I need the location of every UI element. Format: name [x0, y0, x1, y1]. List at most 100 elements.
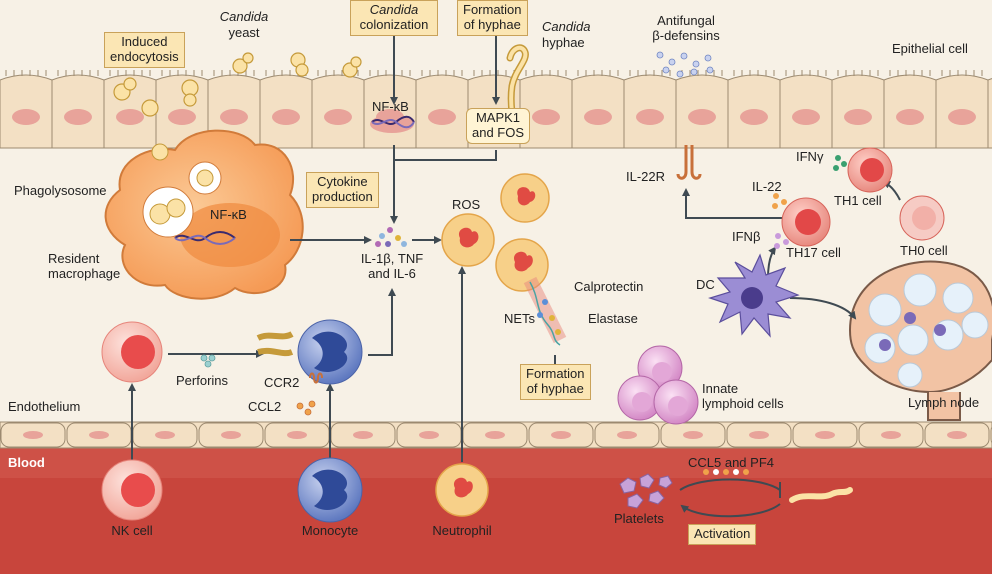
neutrophil-label: Neutrophil — [432, 523, 492, 538]
lymph-node-label: Lymph node — [908, 395, 980, 410]
endothelial-nucleus — [353, 431, 373, 439]
nfkb-dna-epithelial — [370, 115, 415, 133]
resident-macrophage — [104, 129, 304, 300]
yeast-phagocytosis-target — [256, 331, 294, 357]
monocyte-cells — [297, 319, 363, 523]
activation-box: Activation — [688, 524, 757, 545]
endothelial-nucleus — [683, 431, 703, 439]
ccl5-pf4-label: CCL5 and PF4 — [688, 455, 774, 470]
epithelial-cell — [675, 70, 729, 149]
endothelial-nucleus — [287, 431, 307, 439]
epithelial-cell — [935, 70, 989, 149]
formation-of-hyphae-bottom-box: Formation of hyphae — [520, 364, 591, 400]
blood-hyphae — [789, 487, 853, 503]
innate-lymphoid-cells-label: Innate lymphoid cells — [702, 381, 784, 411]
ifng-label: IFNγ — [796, 149, 824, 164]
perforin-dots — [200, 354, 216, 368]
endothelial-nucleus — [419, 431, 439, 439]
il22r-receptor — [676, 145, 702, 180]
endothelial-nucleus — [617, 431, 637, 439]
th1-cell-label: TH1 cell — [834, 193, 882, 208]
innate-lymphoid-cells — [617, 345, 699, 425]
epithelial-cell — [571, 70, 625, 149]
resident-macrophage-label: Resident macrophage — [48, 251, 121, 281]
candida-colonization-italic: Candida — [369, 2, 419, 17]
il22-label: IL-22 — [752, 179, 782, 194]
ifnb-dots — [774, 233, 789, 249]
cytokine-dots — [375, 227, 407, 247]
ccl2-label: CCL2 — [248, 399, 282, 414]
endothelial-nucleus — [155, 431, 175, 439]
endothelial-nucleus — [551, 431, 571, 439]
epithelial-cell — [623, 70, 677, 149]
cytokines-label: IL-1β, TNF and IL-6 — [360, 251, 424, 281]
ifng-dots — [833, 155, 847, 171]
endothelial-nucleus — [23, 431, 43, 439]
lymph-node — [848, 260, 992, 421]
th0-cell-label: TH0 cell — [900, 243, 948, 258]
induced-endocytosis-box: Induced endocytosis — [104, 32, 185, 68]
neutrophil-cells — [435, 173, 567, 517]
cytokine-production-box: Cytokine production — [306, 172, 379, 208]
candida-yeast-label: yeast — [228, 25, 260, 40]
elastase-label: Elastase — [588, 311, 638, 326]
formation-of-hyphae-top-box: Formation of hyphae — [457, 0, 528, 36]
monocyte-label: Monocyte — [301, 523, 359, 538]
epithelial-cells — [0, 70, 992, 149]
il22r-label: IL-22R — [626, 169, 666, 184]
epithelial-cell — [883, 70, 937, 149]
endothelium-label: Endothelium — [8, 399, 81, 414]
epithelial-cell — [0, 70, 53, 149]
ccr2-receptor — [309, 372, 323, 384]
blood-gradient — [0, 448, 992, 478]
nk-cells — [101, 321, 163, 521]
epithelial-cell — [987, 78, 992, 149]
phagolysosome-label: Phagolysosome — [14, 183, 107, 198]
ros-label: ROS — [452, 197, 481, 212]
ccr2-label: CCR2 — [264, 375, 300, 390]
th-cells — [781, 147, 945, 247]
endothelial-cells — [0, 422, 992, 448]
defensin-dots — [656, 51, 714, 78]
endothelial-nucleus — [881, 431, 901, 439]
epithelial-cell — [259, 70, 313, 149]
endothelial-nucleus — [947, 431, 967, 439]
candida-hyphae-label-italic: Candida — [542, 19, 591, 34]
epithelial-cell — [415, 70, 469, 149]
epithelial-cell — [831, 70, 885, 149]
candida-yeast-label-italic: Candida — [219, 9, 269, 24]
th17-cell-label: TH17 cell — [786, 245, 841, 260]
nfkb-macrophage-label: NF-κB — [210, 207, 247, 222]
blood-label: Blood — [8, 455, 45, 470]
platelets — [619, 473, 673, 509]
endothelial-nucleus — [815, 431, 835, 439]
epithelial-cell — [727, 70, 781, 149]
endothelial-nucleus — [89, 431, 109, 439]
nets-label: NETs — [504, 311, 536, 326]
endothelial-nucleus — [485, 431, 505, 439]
ccl2-dots — [296, 400, 316, 416]
dc-label: DC — [696, 277, 715, 292]
epithelial-cell — [519, 70, 573, 149]
dendritic-cell — [708, 253, 800, 338]
epithelial-cell — [779, 70, 833, 149]
endothelial-nucleus — [749, 431, 769, 439]
epithelial-cell — [311, 70, 365, 149]
candida-yeast-cells — [113, 52, 362, 117]
nfkb-epithelial-label: NF-κB — [372, 99, 409, 114]
antifungal-defensins-label: Antifungal β-defensins — [652, 13, 720, 43]
ccl5-pf4-dots — [703, 469, 749, 475]
epithelial-cell-label: Epithelial cell — [892, 41, 968, 56]
candida-colonization-text: colonization — [359, 16, 429, 32]
il22-dots — [772, 193, 787, 209]
ifnb-label: IFNβ — [732, 229, 761, 244]
mapk1-fos-box: MAPK1 and FOS — [466, 108, 531, 144]
endothelial-nucleus — [221, 431, 241, 439]
candida-hyphae-label: hyphae — [542, 35, 585, 50]
calprotectin-label: Calprotectin — [574, 279, 644, 294]
platelets-label: Platelets — [614, 511, 664, 526]
nk-cell-label: NK cell — [111, 523, 153, 538]
epithelial-cell — [51, 70, 105, 149]
